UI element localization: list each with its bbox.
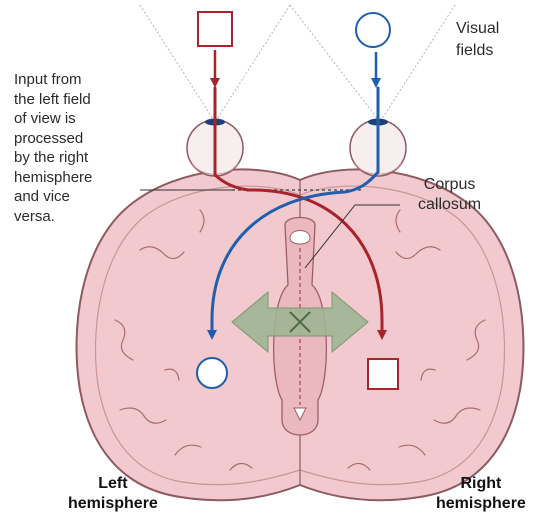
corpus-callosum-label: Corpus callosum [418, 175, 481, 215]
right-hemisphere-square-symbol [368, 359, 398, 389]
square-symbol [198, 12, 232, 46]
left-visual-field [198, 12, 232, 83]
right-hemisphere-label: Right hemisphere [436, 474, 526, 514]
right-visual-field [356, 13, 390, 83]
ventricle-top [290, 231, 310, 245]
visual-fields-label: Visual fields [456, 18, 499, 62]
visual-field-cones [140, 5, 455, 122]
input-note-label: Input from the left field of view is pro… [14, 70, 92, 226]
circle-symbol [356, 13, 390, 47]
left-hemisphere-label: Left hemisphere [68, 474, 158, 514]
left-hemisphere-circle-symbol [197, 358, 227, 388]
